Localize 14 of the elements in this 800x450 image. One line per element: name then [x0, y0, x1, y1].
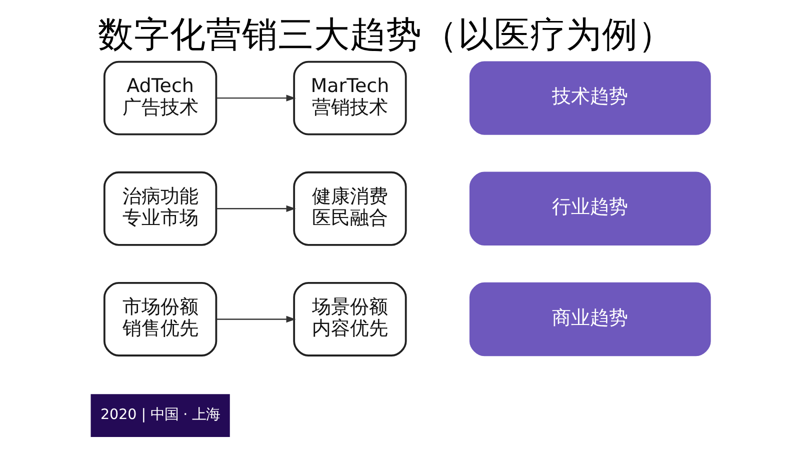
node-box: 行业趋势 [468, 172, 710, 246]
arrow [216, 94, 296, 102]
node-box: MarTech 营销技术 [292, 60, 406, 136]
node-box: 场景份额内容优先 [292, 282, 406, 356]
label: 2020 | 中国 · 上海 [100, 407, 220, 424]
arrow [216, 205, 296, 212]
node-box: 商业趋势 [468, 282, 710, 356]
node-box: AdTech 广告技术 [102, 60, 217, 136]
diagram-title: 数字化营销三大趋势（以医疗为例） [98, 14, 674, 56]
arrow [216, 316, 296, 323]
node-box: 技术趋势 [468, 61, 710, 135]
node-box: 治病功能专业市场 [102, 171, 217, 246]
node-box: 健康消费医民融合 [292, 171, 406, 246]
node-box: 市场份额销售优先 [102, 282, 217, 356]
